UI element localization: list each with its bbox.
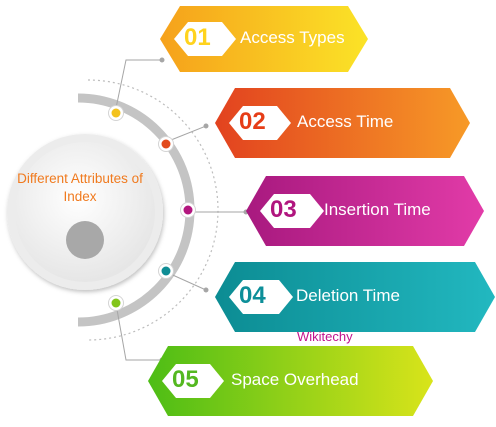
badge-05 [162,364,224,398]
badge-04 [229,280,293,314]
watermark-text: Wikitechy [297,329,353,344]
connector-01 [115,59,162,109]
ring-node-dot-05 [111,298,121,308]
connector-02 [165,125,207,143]
banner-04 [215,262,495,332]
connector-05 [115,303,162,361]
banner-05 [148,346,433,416]
outer-dashed-arc [87,79,219,341]
ring-node-dot-02 [161,139,171,149]
hub-circle [15,142,155,282]
ring-node-dot-03 [183,205,193,215]
item-01-number: 01 [184,24,211,51]
badge-02 [229,106,291,140]
connector-04-end [203,287,209,293]
connector-02-end [203,123,209,129]
item-05-label: Space Overhead [231,370,359,389]
hub-dot [66,221,104,259]
item-02-number: 02 [239,108,266,135]
ring-nodes [108,105,196,311]
item-04-label: Deletion Time [296,286,400,305]
item-02-label: Access Time [297,112,394,131]
banner-03 [246,176,484,246]
attribute-banners [148,6,495,416]
item-03-label: Insertion Time [324,200,431,219]
item-03-number: 03 [270,196,297,223]
badge-03 [260,194,324,228]
ring-node-dot-04 [161,266,171,276]
banner-02 [215,88,470,158]
item-04-number: 04 [239,282,266,309]
item-05-number: 05 [172,366,199,393]
badge-01 [174,22,236,56]
item-01-label: Access Types [240,28,345,47]
center-title: Different Attributes of Index [17,171,143,204]
connector-01-end [159,57,165,63]
ring-node-dot-01 [111,108,121,118]
